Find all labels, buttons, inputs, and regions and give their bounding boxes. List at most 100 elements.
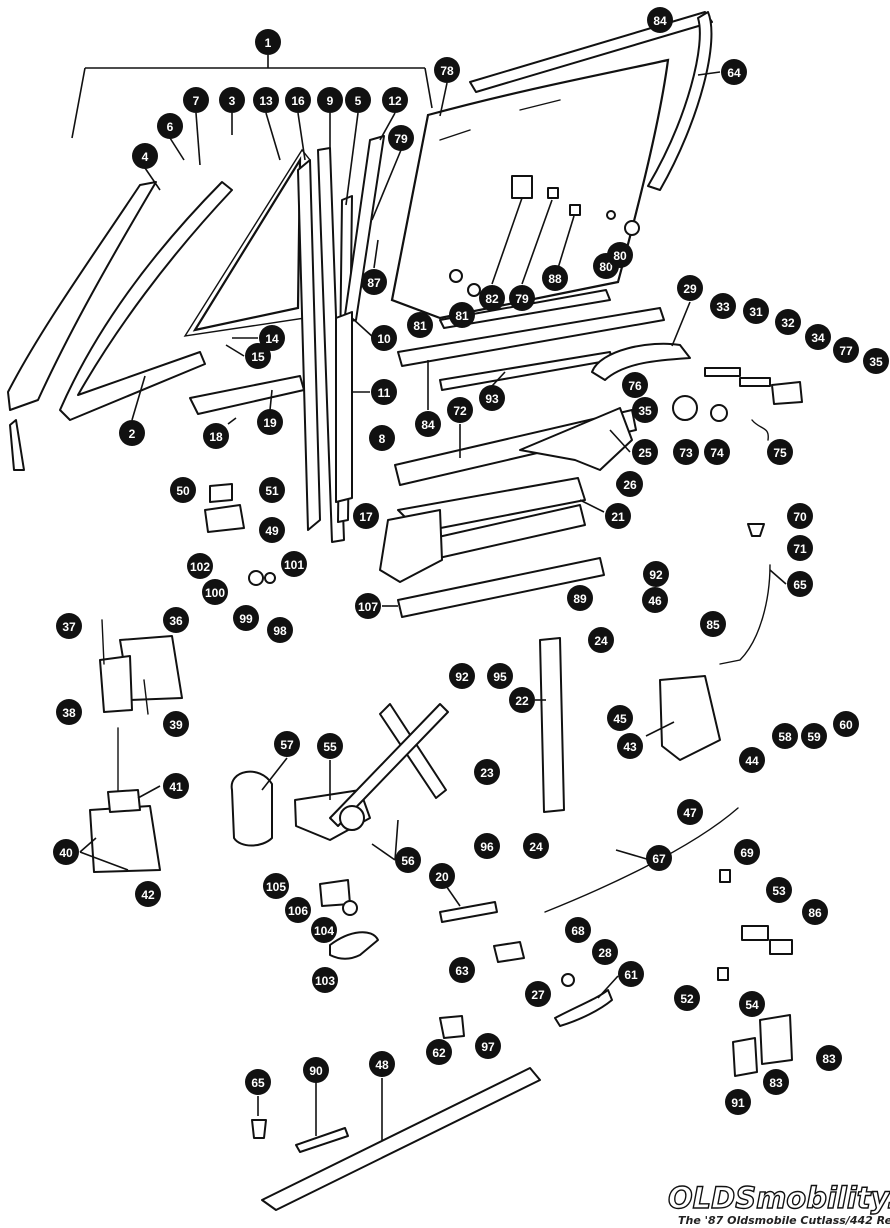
leader-16 <box>297 112 306 161</box>
callout-label: 105 <box>266 880 286 894</box>
callout-104: 104 <box>311 917 337 943</box>
callout-circle <box>767 439 793 465</box>
callout-circle <box>259 517 285 543</box>
callout-label: 40 <box>59 846 73 860</box>
grommet-80-upper <box>624 220 640 236</box>
callout-label: 9 <box>327 94 334 108</box>
callout-label: 1 <box>265 36 272 50</box>
callout-circle <box>833 711 859 737</box>
leader-93 <box>491 371 506 387</box>
callout-40: 40 <box>53 839 79 865</box>
leader-15 <box>225 344 245 357</box>
callout-circle <box>369 425 395 451</box>
callout-label: 35 <box>869 355 883 369</box>
callout-label: 32 <box>781 316 795 330</box>
watermark-title: OLDSmobility.com <box>668 1181 890 1215</box>
callout-label: 51 <box>265 484 279 498</box>
callout-label: 71 <box>793 542 807 556</box>
callout-circle <box>407 312 433 338</box>
clip-62-97 <box>439 1015 465 1039</box>
callout-50: 50 <box>170 477 196 503</box>
outside-handle-52 <box>554 989 613 1027</box>
callout-25: 25 <box>632 439 658 465</box>
callout-circle <box>646 845 672 871</box>
callout-label: 54 <box>745 998 759 1012</box>
door-lock-43 <box>659 675 721 761</box>
callout-circle <box>382 87 408 113</box>
callout-circle <box>259 325 285 351</box>
callout-7: 7 <box>183 87 209 113</box>
callout-label: 10 <box>377 332 391 346</box>
callout-circle <box>622 372 648 398</box>
callout-circle <box>253 87 279 113</box>
grommet-81-upper <box>606 210 616 220</box>
callout-57: 57 <box>274 731 300 757</box>
leader-40 <box>79 837 129 871</box>
callout-circle <box>355 593 381 619</box>
bracket-19 <box>189 375 305 415</box>
callout-circle <box>317 733 343 759</box>
callout-label: 93 <box>485 392 499 406</box>
callout-95: 95 <box>487 663 513 689</box>
callout-88: 88 <box>542 265 568 291</box>
callout-label: 62 <box>432 1046 446 1060</box>
callout-55: 55 <box>317 733 343 759</box>
callout-label: 80 <box>613 249 627 263</box>
callout-52: 52 <box>674 985 700 1011</box>
callout-70: 70 <box>787 503 813 529</box>
callout-65: 65 <box>245 1069 271 1095</box>
callout-circle <box>259 477 285 503</box>
callout-label: 43 <box>623 740 637 754</box>
window-frame-pillar <box>9 419 25 471</box>
callout-circle <box>135 881 161 907</box>
lock-ring-74 <box>710 404 728 422</box>
callout-label: 83 <box>769 1076 783 1090</box>
callout-12: 12 <box>382 87 408 113</box>
callout-74: 74 <box>704 439 730 465</box>
inside-handle-29 <box>591 342 691 381</box>
callout-33: 33 <box>710 293 736 319</box>
callout-circle <box>474 833 500 859</box>
callout-49: 49 <box>259 517 285 543</box>
bracket-84 <box>732 1037 758 1077</box>
callout-label: 72 <box>453 404 467 418</box>
callout-label: 79 <box>394 132 408 146</box>
rear-weatherstrip-64 <box>647 11 713 191</box>
callout-circle <box>787 571 813 597</box>
callout-circle <box>245 1069 271 1095</box>
callout-96: 96 <box>474 833 500 859</box>
bracket-20 <box>439 901 498 923</box>
callout-circle <box>257 409 283 435</box>
callout-36: 36 <box>163 607 189 633</box>
callout-46: 46 <box>642 587 668 613</box>
callout-78: 78 <box>434 57 460 83</box>
callout-5: 5 <box>345 87 371 113</box>
callout-26: 26 <box>617 471 643 497</box>
callout-label: 16 <box>291 94 305 108</box>
callout-label: 64 <box>727 66 741 80</box>
callout-label: 84 <box>421 418 435 432</box>
callout-circle <box>642 587 668 613</box>
callout-85: 85 <box>700 611 726 637</box>
callout-label: 29 <box>683 282 697 296</box>
callout-label: 84 <box>653 14 667 28</box>
callout-label: 52 <box>680 992 694 1006</box>
callout-circle <box>775 309 801 335</box>
callout-circle <box>371 379 397 405</box>
leader-lines <box>79 71 787 1140</box>
callout-18: 18 <box>203 423 229 449</box>
callout-label: 53 <box>772 884 786 898</box>
callout-label: 3 <box>229 94 236 108</box>
callout-15: 15 <box>245 343 271 369</box>
callout-circle <box>163 607 189 633</box>
callout-circle <box>285 897 311 923</box>
callout-107: 107 <box>355 593 381 619</box>
lock-retainer-75 <box>751 419 769 441</box>
callout-72: 72 <box>447 397 473 423</box>
hinge-bracket-49 <box>204 504 245 533</box>
callout-circle <box>449 302 475 328</box>
leader-4 <box>144 167 161 191</box>
callout-4: 4 <box>132 143 158 169</box>
callout-circle <box>426 1039 452 1065</box>
